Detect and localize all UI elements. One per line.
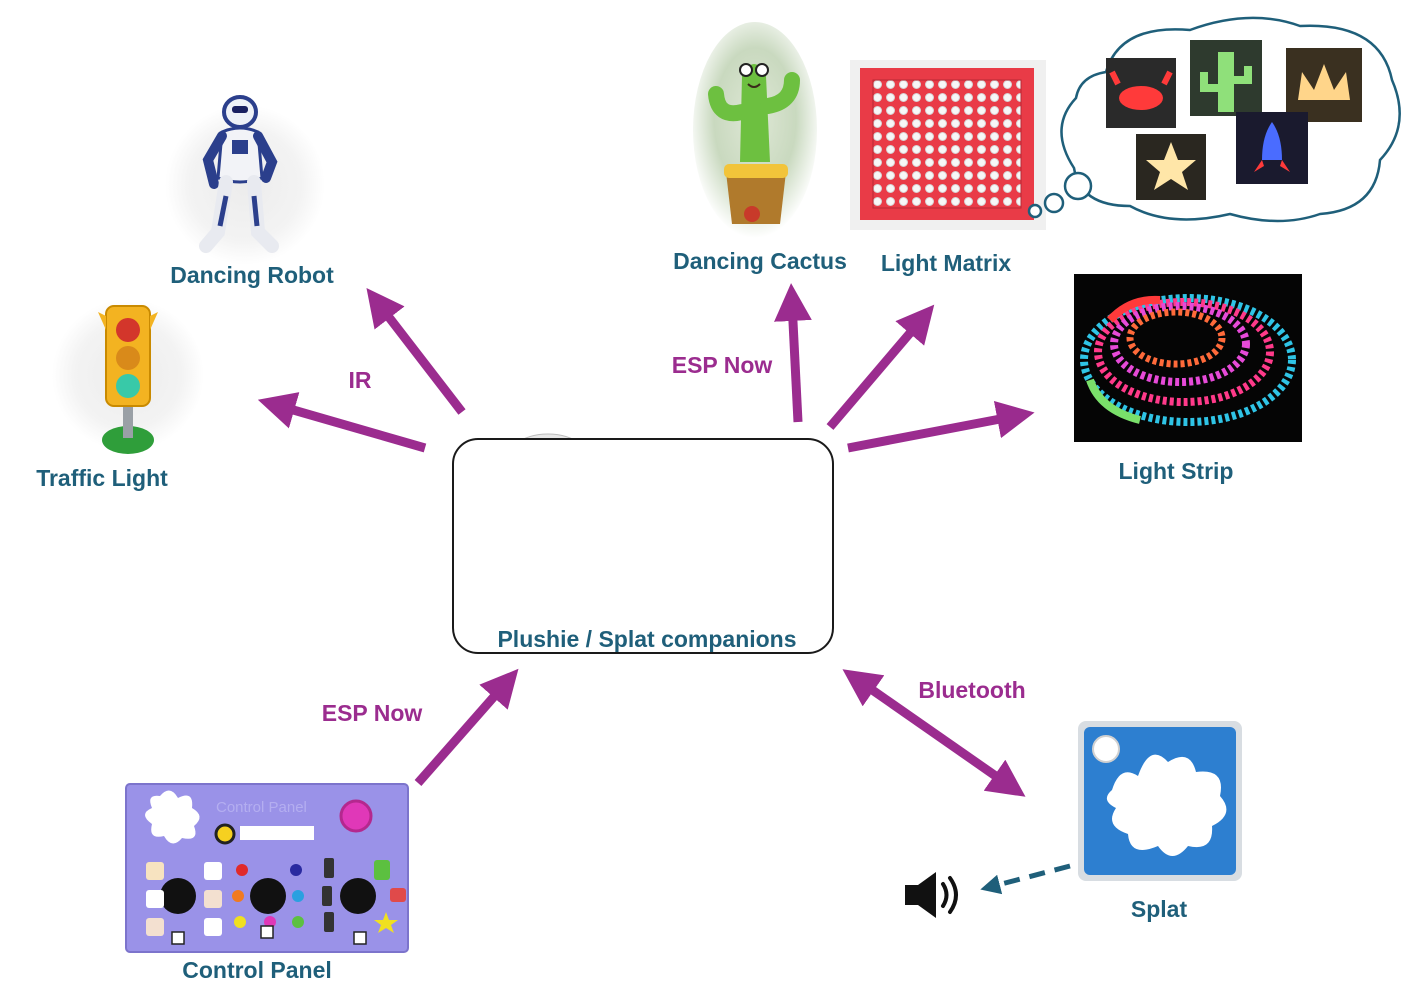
arrow-from-control-panel	[414, 668, 519, 786]
traffic-light-image	[52, 299, 204, 454]
arrow-bluetooth	[842, 669, 1026, 797]
label-ir: IR	[348, 367, 372, 393]
arrow-to-light-matrix	[826, 304, 935, 430]
cactus-image	[693, 22, 817, 238]
label-light-matrix: Light Matrix	[880, 250, 1012, 276]
label-dancing-robot: Dancing Robot	[170, 262, 334, 288]
arrow-to-speaker	[980, 863, 1071, 895]
arrows	[257, 283, 1071, 895]
arrow-to-robot	[366, 288, 466, 415]
control-panel-faint-text: Control Panel	[216, 799, 307, 816]
label-center: Plushie / Splat companions	[497, 626, 797, 652]
robot-image	[165, 95, 325, 265]
label-bluetooth: Bluetooth	[918, 677, 1026, 703]
label-dancing-cactus: Dancing Cactus	[673, 248, 847, 274]
arrow-to-traffic-light	[257, 392, 427, 453]
arrow-to-light-strip	[847, 400, 1035, 453]
label-esp-now-bottom: ESP Now	[321, 700, 423, 726]
label-light-strip: Light Strip	[1118, 458, 1234, 484]
label-splat: Splat	[1130, 896, 1188, 922]
center-box	[452, 438, 834, 654]
splat-pad-image	[1078, 721, 1242, 881]
control-panel-image: Control Panel	[125, 783, 409, 953]
light-strip-image	[1074, 274, 1302, 442]
label-esp-now-top: ESP Now	[671, 352, 773, 378]
speaker-icon	[905, 872, 958, 918]
arrow-to-cactus	[774, 283, 812, 423]
light-matrix-image	[850, 60, 1046, 230]
label-control-panel: Control Panel	[182, 957, 332, 983]
label-traffic-light: Traffic Light	[36, 465, 168, 491]
thought-cloud	[1027, 16, 1401, 223]
